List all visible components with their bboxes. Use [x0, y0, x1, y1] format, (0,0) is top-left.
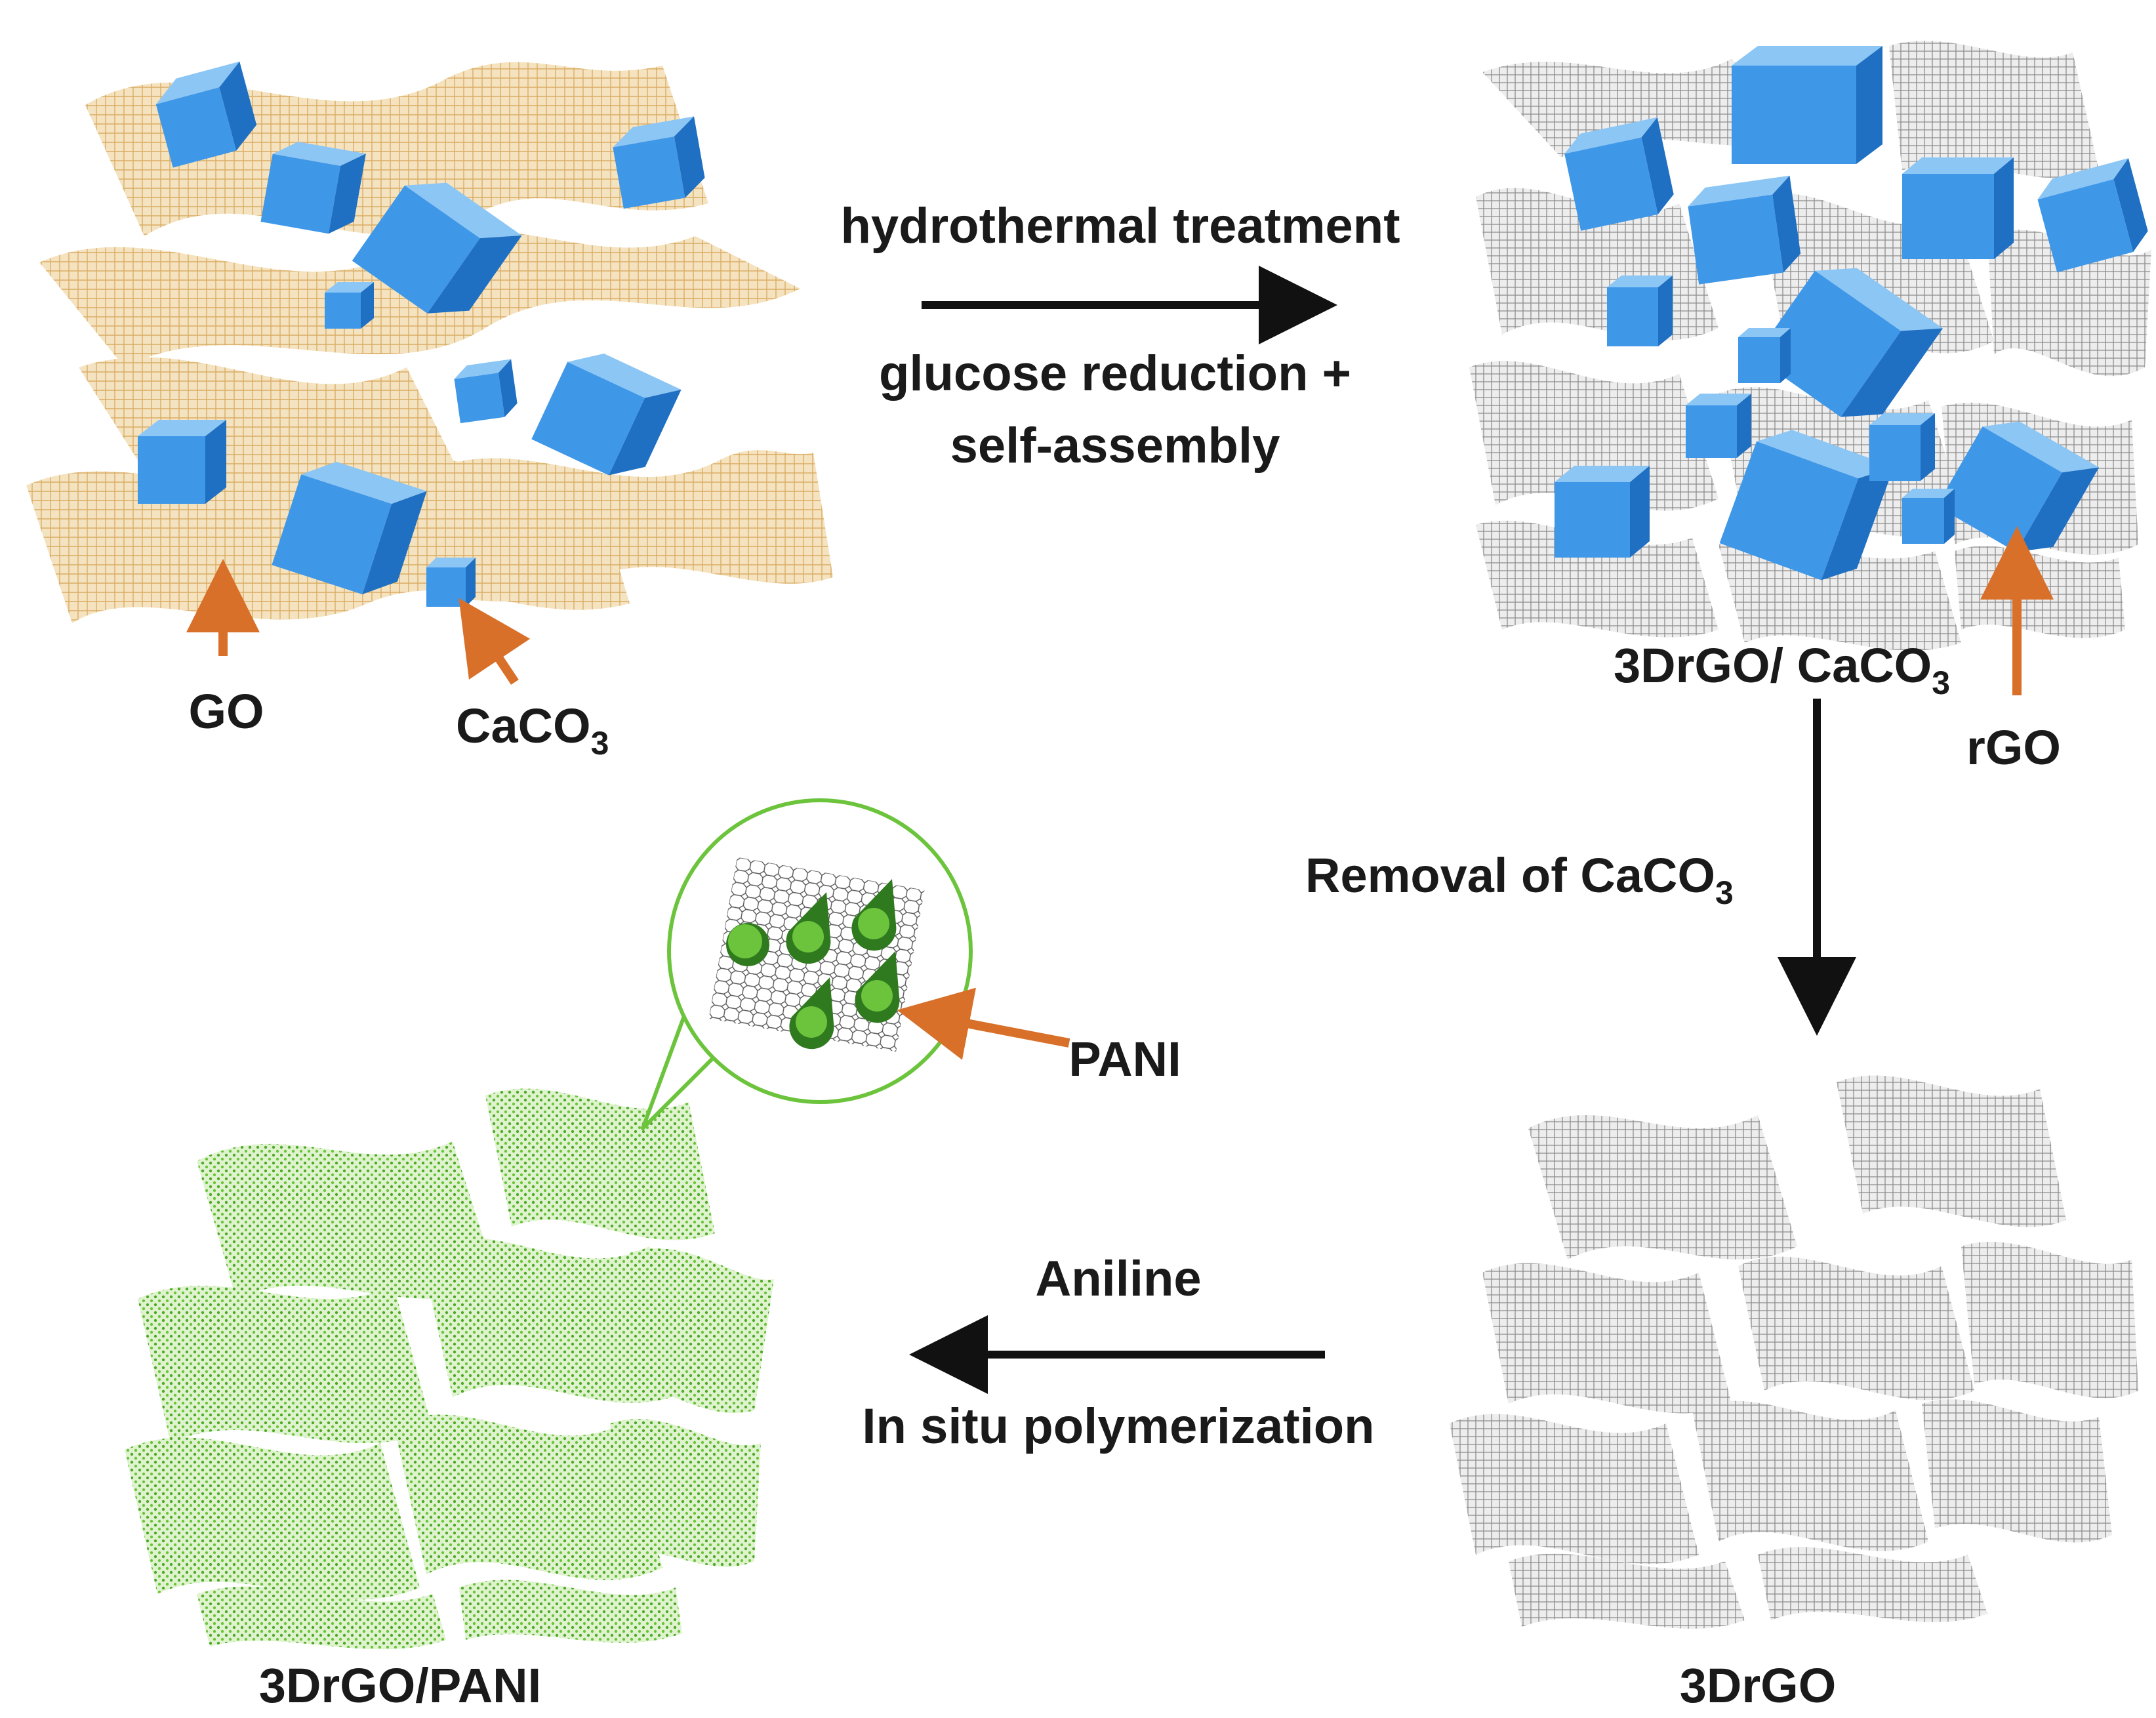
product-pani-label: 3DrGO/PANI: [259, 1658, 541, 1713]
caco3-cube: [613, 116, 705, 209]
caco3-label-sub: 3: [591, 725, 609, 762]
pani-particle-icon: [851, 879, 897, 951]
caco3-pointer-arrow: [458, 598, 531, 685]
go-sheet-stack: [26, 62, 833, 623]
caco3-cube: [1755, 268, 1943, 417]
pani-network: [125, 1088, 774, 1650]
rgo-sheet: [1450, 1414, 1699, 1565]
rgo-sheet: [1837, 1075, 2066, 1227]
pani-pointer-arrow: [897, 987, 1070, 1060]
caco3-cube: [1686, 394, 1751, 458]
go-sheet: [426, 450, 833, 603]
caco3-cube: [138, 420, 226, 504]
step1: hydrothermal treatment glucose reduction…: [840, 198, 1400, 474]
rgo-sheet: [1738, 1256, 1974, 1401]
pani-magnifier: [641, 798, 973, 1130]
caco3-cube: [1732, 46, 1882, 164]
step1-label-selfassembly: self-assembly: [950, 418, 1280, 474]
product-3drgo-label: 3DrGO: [1680, 1658, 1837, 1713]
removal-label-sub: 3: [1715, 874, 1734, 911]
composite-label: 3DrGO/ CaCO3: [1614, 638, 1950, 701]
aniline-label: Aniline: [1035, 1251, 1201, 1307]
caco3-cubes: [138, 61, 705, 607]
pani-particle-icon: [786, 892, 831, 964]
pani-particle-icon: [726, 923, 769, 966]
caco3-cube: [531, 354, 681, 476]
rgo-label: rGO: [1966, 720, 2061, 775]
caco3-cube: [260, 142, 366, 234]
caco3-cube: [272, 461, 427, 594]
go-label: GO: [188, 684, 264, 739]
pani-particle-icon: [789, 977, 834, 1050]
caco3-cube: [155, 61, 257, 168]
rgo-sheet: [1922, 1399, 2112, 1543]
caco3-cube: [426, 558, 476, 607]
caco3-cube: [1738, 328, 1791, 383]
rgo-sheet: [1961, 1242, 2138, 1399]
caco3-cube: [1688, 175, 1801, 285]
step1-label-hydrothermal: hydrothermal treatment: [840, 198, 1400, 254]
caco3-cube: [1869, 413, 1935, 481]
caco3-cube: [1719, 430, 1894, 581]
rgo-sheet: [1482, 1263, 1732, 1414]
rgo-panel: 3DrGO: [1450, 1075, 2138, 1713]
caco3-cube: [2037, 158, 2148, 273]
rgo-sheet: [1758, 1547, 1987, 1622]
caco3-cube: [1902, 157, 2014, 259]
caco3-cube: [325, 282, 374, 329]
caco3-cube: [1555, 466, 1650, 558]
step2: Removal of CaCO3: [1305, 699, 1856, 1036]
removal-label: Removal of CaCO3: [1305, 848, 1734, 911]
rgo-sheet: [1528, 1115, 1797, 1259]
caco3-cube: [454, 359, 518, 424]
rgo-sheet: [1692, 1401, 1928, 1551]
caco3-cube: [1902, 489, 1955, 544]
caco3-cube: [352, 182, 522, 314]
rgo-pani-panel: PANI 3DrGO/PANI: [125, 798, 1181, 1713]
caco3-cube: [1564, 117, 1674, 231]
rgo-caco3-panel: 3DrGO/ CaCO3 rGO: [1469, 41, 2151, 775]
caco3-cubes-embedded: [1555, 46, 2148, 581]
pani-particle-icon: [855, 951, 900, 1023]
caco3-label: CaCO3: [456, 699, 609, 762]
removal-label-base: Removal of CaCO: [1305, 848, 1715, 903]
rgo-sheet: [1509, 1553, 1745, 1629]
polymerization-label: In situ polymerization: [862, 1399, 1374, 1454]
caco3-cube: [1607, 276, 1673, 346]
composite-label-sub: 3: [1932, 665, 1950, 701]
caco3-label-base: CaCO: [456, 699, 591, 753]
pani-label: PANI: [1068, 1032, 1181, 1086]
step1-label-glucose: glucose reduction +: [879, 346, 1351, 401]
pani-particles: [726, 879, 900, 1050]
composite-label-base: 3DrGO/ CaCO: [1614, 638, 1932, 693]
go-caco3-panel: GO CaCO3: [26, 61, 833, 762]
step3: Aniline In situ polymerization: [862, 1251, 1374, 1454]
